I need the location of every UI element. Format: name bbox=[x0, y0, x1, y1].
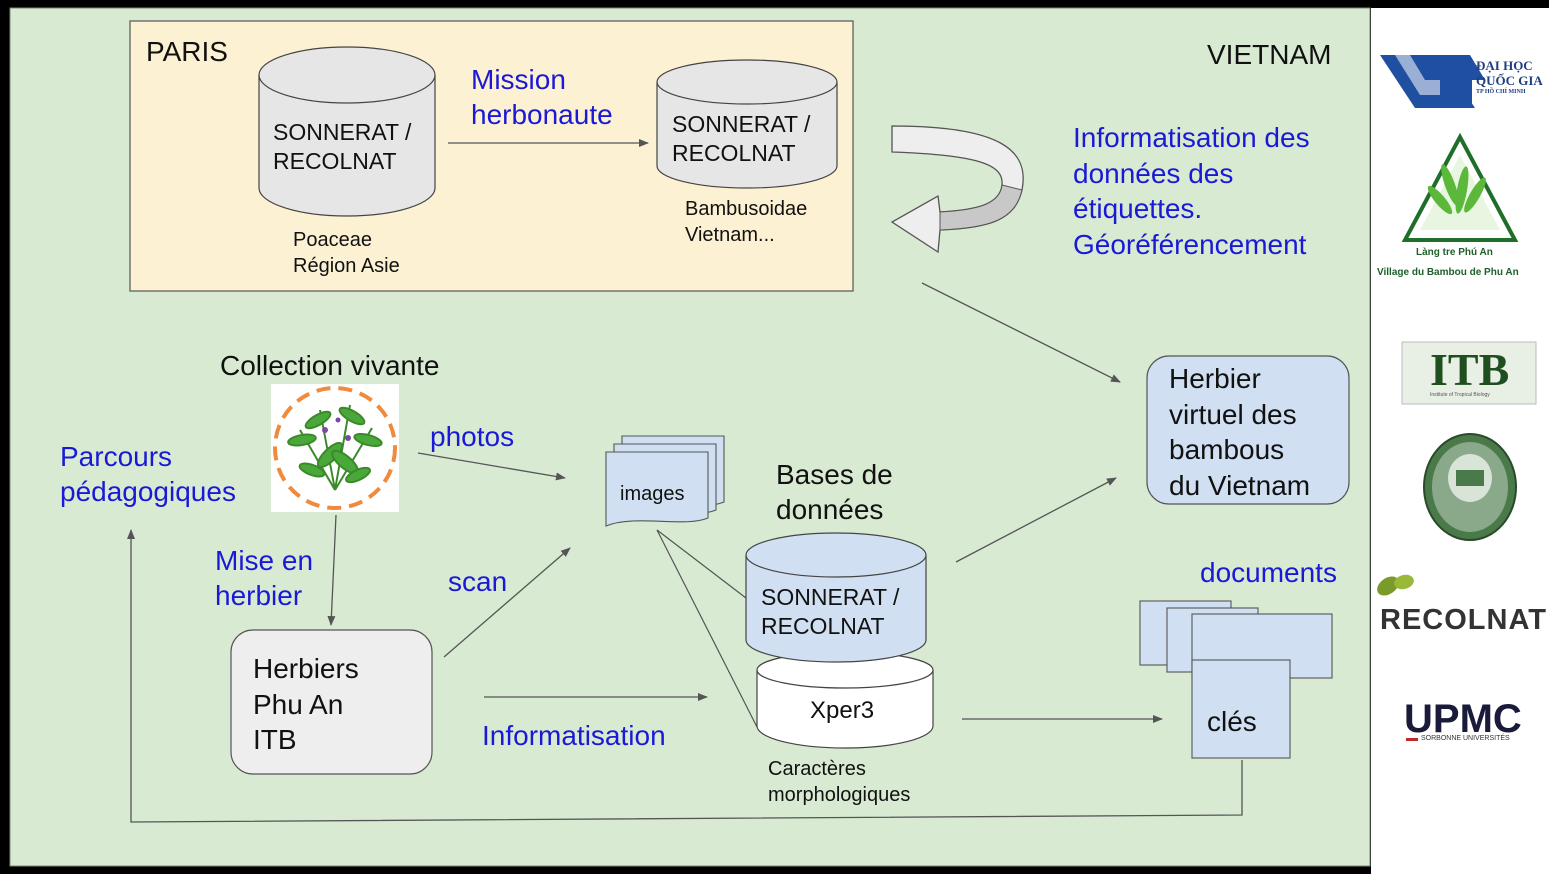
scan-label: scan bbox=[448, 566, 508, 597]
sonnerat-db-cylinder bbox=[745, 532, 927, 663]
herbier-virtuel-line2: virtuel des bbox=[1169, 398, 1297, 430]
mise-en-herbier-line2: herbier bbox=[215, 580, 303, 611]
photos-label: photos bbox=[430, 421, 515, 452]
paris-db2-caption1: Bambusoidae bbox=[685, 198, 808, 220]
photos-arrow bbox=[417, 452, 566, 481]
paris-db2-line2: RECOLNAT bbox=[672, 139, 796, 166]
info-etiquettes-line1: Informatisation des bbox=[1073, 122, 1310, 153]
paris-db2-label: SONNERAT / RECOLNAT bbox=[672, 110, 810, 168]
parcours-line2: pédagogiques bbox=[60, 476, 236, 507]
dhqg-logo-text: ĐẠI HỌC QUỐC GIA TP HỒ CHÍ MINH bbox=[1476, 58, 1543, 96]
upmc-mark bbox=[1406, 738, 1418, 741]
images-link-xper3 bbox=[656, 529, 758, 728]
herbier-virtuel-line3: bambous bbox=[1169, 434, 1285, 466]
mission-line1: Mission bbox=[471, 64, 566, 95]
collection-vivante-title: Collection vivante bbox=[220, 350, 440, 381]
arrow-to-herbier-virtuel bbox=[921, 282, 1121, 383]
phuan-logo-name: Làng tre Phú An bbox=[1416, 247, 1493, 258]
paris-db2-caption2: Vietnam... bbox=[685, 224, 775, 246]
herbiers-line1: Herbiers bbox=[253, 653, 359, 684]
documents-label: documents bbox=[1200, 557, 1337, 588]
upmc-logo-text: UPMC bbox=[1404, 697, 1522, 741]
xper3-caption2: morphologiques bbox=[768, 783, 911, 806]
paris-label: PARIS bbox=[146, 36, 228, 67]
herbier-virtuel-box bbox=[1146, 355, 1350, 505]
herbier-virtuel-line4: du Vietnam bbox=[1169, 469, 1311, 501]
vietnam-label: VIETNAM bbox=[1207, 39, 1332, 70]
informatisation-etiquettes-label: Informatisation des données des étiquett… bbox=[1073, 120, 1310, 262]
itb-logo-frame bbox=[1401, 341, 1537, 405]
dhqg-line3: TP HỒ CHÍ MINH bbox=[1476, 88, 1526, 95]
paris-db1-caption1: Poaceae bbox=[293, 229, 372, 251]
mise-en-herbier-label: Mise en herbier bbox=[215, 543, 313, 613]
recolnat-leaf-icon bbox=[1377, 574, 1414, 596]
arrow-db-to-herbier-virtuel bbox=[955, 477, 1117, 563]
feedback-loop-arrow bbox=[127, 529, 1243, 823]
sonnerat-db-line2: RECOLNAT bbox=[761, 613, 885, 640]
dhqg-line2: QUỐC GIA bbox=[1476, 72, 1543, 88]
xper3-cylinder bbox=[756, 651, 934, 749]
paris-db2-caption: Bambusoidae Vietnam... bbox=[685, 196, 807, 248]
herbier-virtuel-line1: Herbier bbox=[1169, 363, 1261, 394]
parcours-label: Parcours pédagogiques bbox=[60, 439, 236, 509]
info-etiquettes-line2: données des bbox=[1073, 157, 1234, 189]
phuan-logo bbox=[1401, 132, 1519, 242]
bases-de-donnees-label: Bases de données bbox=[776, 457, 893, 527]
phuan-logo-subtitle: Village du Bambou de Phu An bbox=[1377, 267, 1519, 278]
informatisation-label: Informatisation bbox=[482, 720, 666, 751]
sonnerat-db-label: SONNERAT / RECOLNAT bbox=[761, 583, 899, 642]
paris-db1-caption: Poaceae Région Asie bbox=[293, 227, 400, 279]
images-label: images bbox=[620, 483, 685, 505]
parcours-line1: Parcours bbox=[60, 441, 173, 472]
herbiers-label: Herbiers Phu An ITB bbox=[253, 651, 359, 758]
dhqg-line1: ĐẠI HỌC bbox=[1476, 58, 1533, 73]
xper3-caption: Caractères morphologiques bbox=[768, 757, 910, 808]
cles-label: clés bbox=[1207, 706, 1257, 737]
paris-db1-caption2: Région Asie bbox=[293, 255, 400, 277]
mise-en-herbier-line1: Mise en bbox=[215, 545, 314, 576]
mission-label: Mission herbonaute bbox=[471, 63, 613, 132]
images-link-sonnerat bbox=[656, 529, 747, 599]
herbiers-line2: Phu An bbox=[253, 688, 344, 720]
paris-db2-cylinder bbox=[656, 59, 838, 189]
paris-db1-label: SONNERAT / RECOLNAT bbox=[273, 118, 411, 176]
info-etiquettes-line3: étiquettes. bbox=[1073, 193, 1203, 225]
arrow-mise-en-herbier bbox=[327, 514, 337, 626]
scan-arrow bbox=[443, 547, 571, 658]
upmc-logo-subtitle: SORBONNE UNIVERSITÉS bbox=[1421, 735, 1510, 742]
paris-db1-line1: SONNERAT / bbox=[273, 119, 412, 145]
itb-logo-text: ITB bbox=[1430, 344, 1510, 395]
documents-stack bbox=[1139, 600, 1333, 759]
bamboo-plant-image bbox=[271, 384, 399, 512]
herbier-virtuel-label: Herbier virtuel des bambous du Vietnam bbox=[1169, 361, 1310, 503]
xper3-label: Xper3 bbox=[810, 697, 875, 724]
dhqg-logo bbox=[1380, 55, 1485, 108]
herbiers-box bbox=[230, 629, 433, 775]
recolnat-logo-text: RECOLNAT bbox=[1380, 604, 1547, 636]
paris-db2-line1: SONNERAT / bbox=[672, 111, 811, 137]
paris-db1-line2: RECOLNAT bbox=[273, 147, 397, 174]
sonnerat-db-line1: SONNERAT / bbox=[761, 584, 900, 610]
itb-logo-subtitle: Institute of Tropical Biology bbox=[1430, 392, 1490, 398]
mission-line2: herbonaute bbox=[471, 98, 613, 130]
herbiers-line3: ITB bbox=[253, 724, 297, 756]
bases-line2: données bbox=[776, 494, 884, 525]
info-etiquettes-line4: Géoréférencement bbox=[1073, 228, 1307, 260]
curved-return-arrow bbox=[890, 125, 1024, 254]
paris-db1-cylinder bbox=[258, 46, 436, 217]
images-document-stack bbox=[605, 435, 725, 527]
xper3-caption1: Caractères bbox=[768, 758, 866, 780]
bases-line1: Bases de bbox=[776, 459, 893, 490]
mnhn-seal bbox=[1423, 433, 1517, 541]
